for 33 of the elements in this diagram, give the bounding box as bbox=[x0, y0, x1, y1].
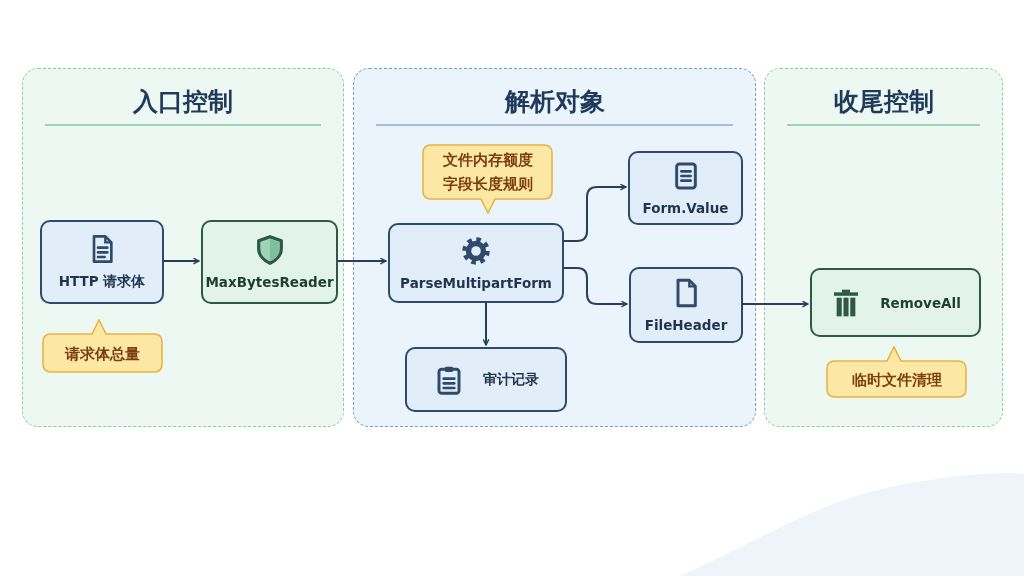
arrow bbox=[741, 300, 809, 308]
section-panel bbox=[764, 68, 1003, 427]
arrow bbox=[562, 267, 628, 308]
process-box bbox=[40, 220, 164, 304]
box-label: MaxBytesReader bbox=[205, 274, 334, 290]
box-label: FileHeader bbox=[644, 317, 728, 333]
callout-text: 临时文件清理 bbox=[851, 369, 942, 391]
process-box bbox=[405, 347, 567, 412]
process-box bbox=[629, 267, 743, 343]
callout-bubble bbox=[42, 319, 163, 373]
section-title: 解析对象 bbox=[503, 86, 606, 118]
process-box bbox=[201, 220, 338, 304]
process-box bbox=[810, 268, 981, 337]
section-panel bbox=[353, 68, 756, 427]
box-label: 审计记录 bbox=[483, 370, 539, 389]
callout-text: 字段长度规则 bbox=[442, 173, 533, 195]
callout-bubble bbox=[422, 144, 553, 214]
box-label: ParseMultipartForm bbox=[400, 275, 552, 291]
callout-text: 文件内存额度 bbox=[442, 149, 533, 171]
arrow bbox=[482, 301, 490, 346]
box-label: RemoveAll bbox=[880, 294, 961, 311]
arrow bbox=[336, 257, 387, 265]
section-title: 收尾控制 bbox=[832, 86, 935, 118]
process-box bbox=[628, 151, 743, 225]
section-title: 入口控制 bbox=[131, 86, 234, 118]
section-panel bbox=[22, 68, 344, 427]
arrow bbox=[562, 183, 627, 242]
arrow bbox=[162, 257, 200, 265]
callout-bubble bbox=[826, 346, 967, 398]
box-label: HTTP 请求体 bbox=[58, 273, 146, 291]
callout-text: 请求体总量 bbox=[65, 343, 140, 365]
process-box bbox=[388, 223, 564, 303]
box-label: Form.Value bbox=[642, 200, 729, 216]
